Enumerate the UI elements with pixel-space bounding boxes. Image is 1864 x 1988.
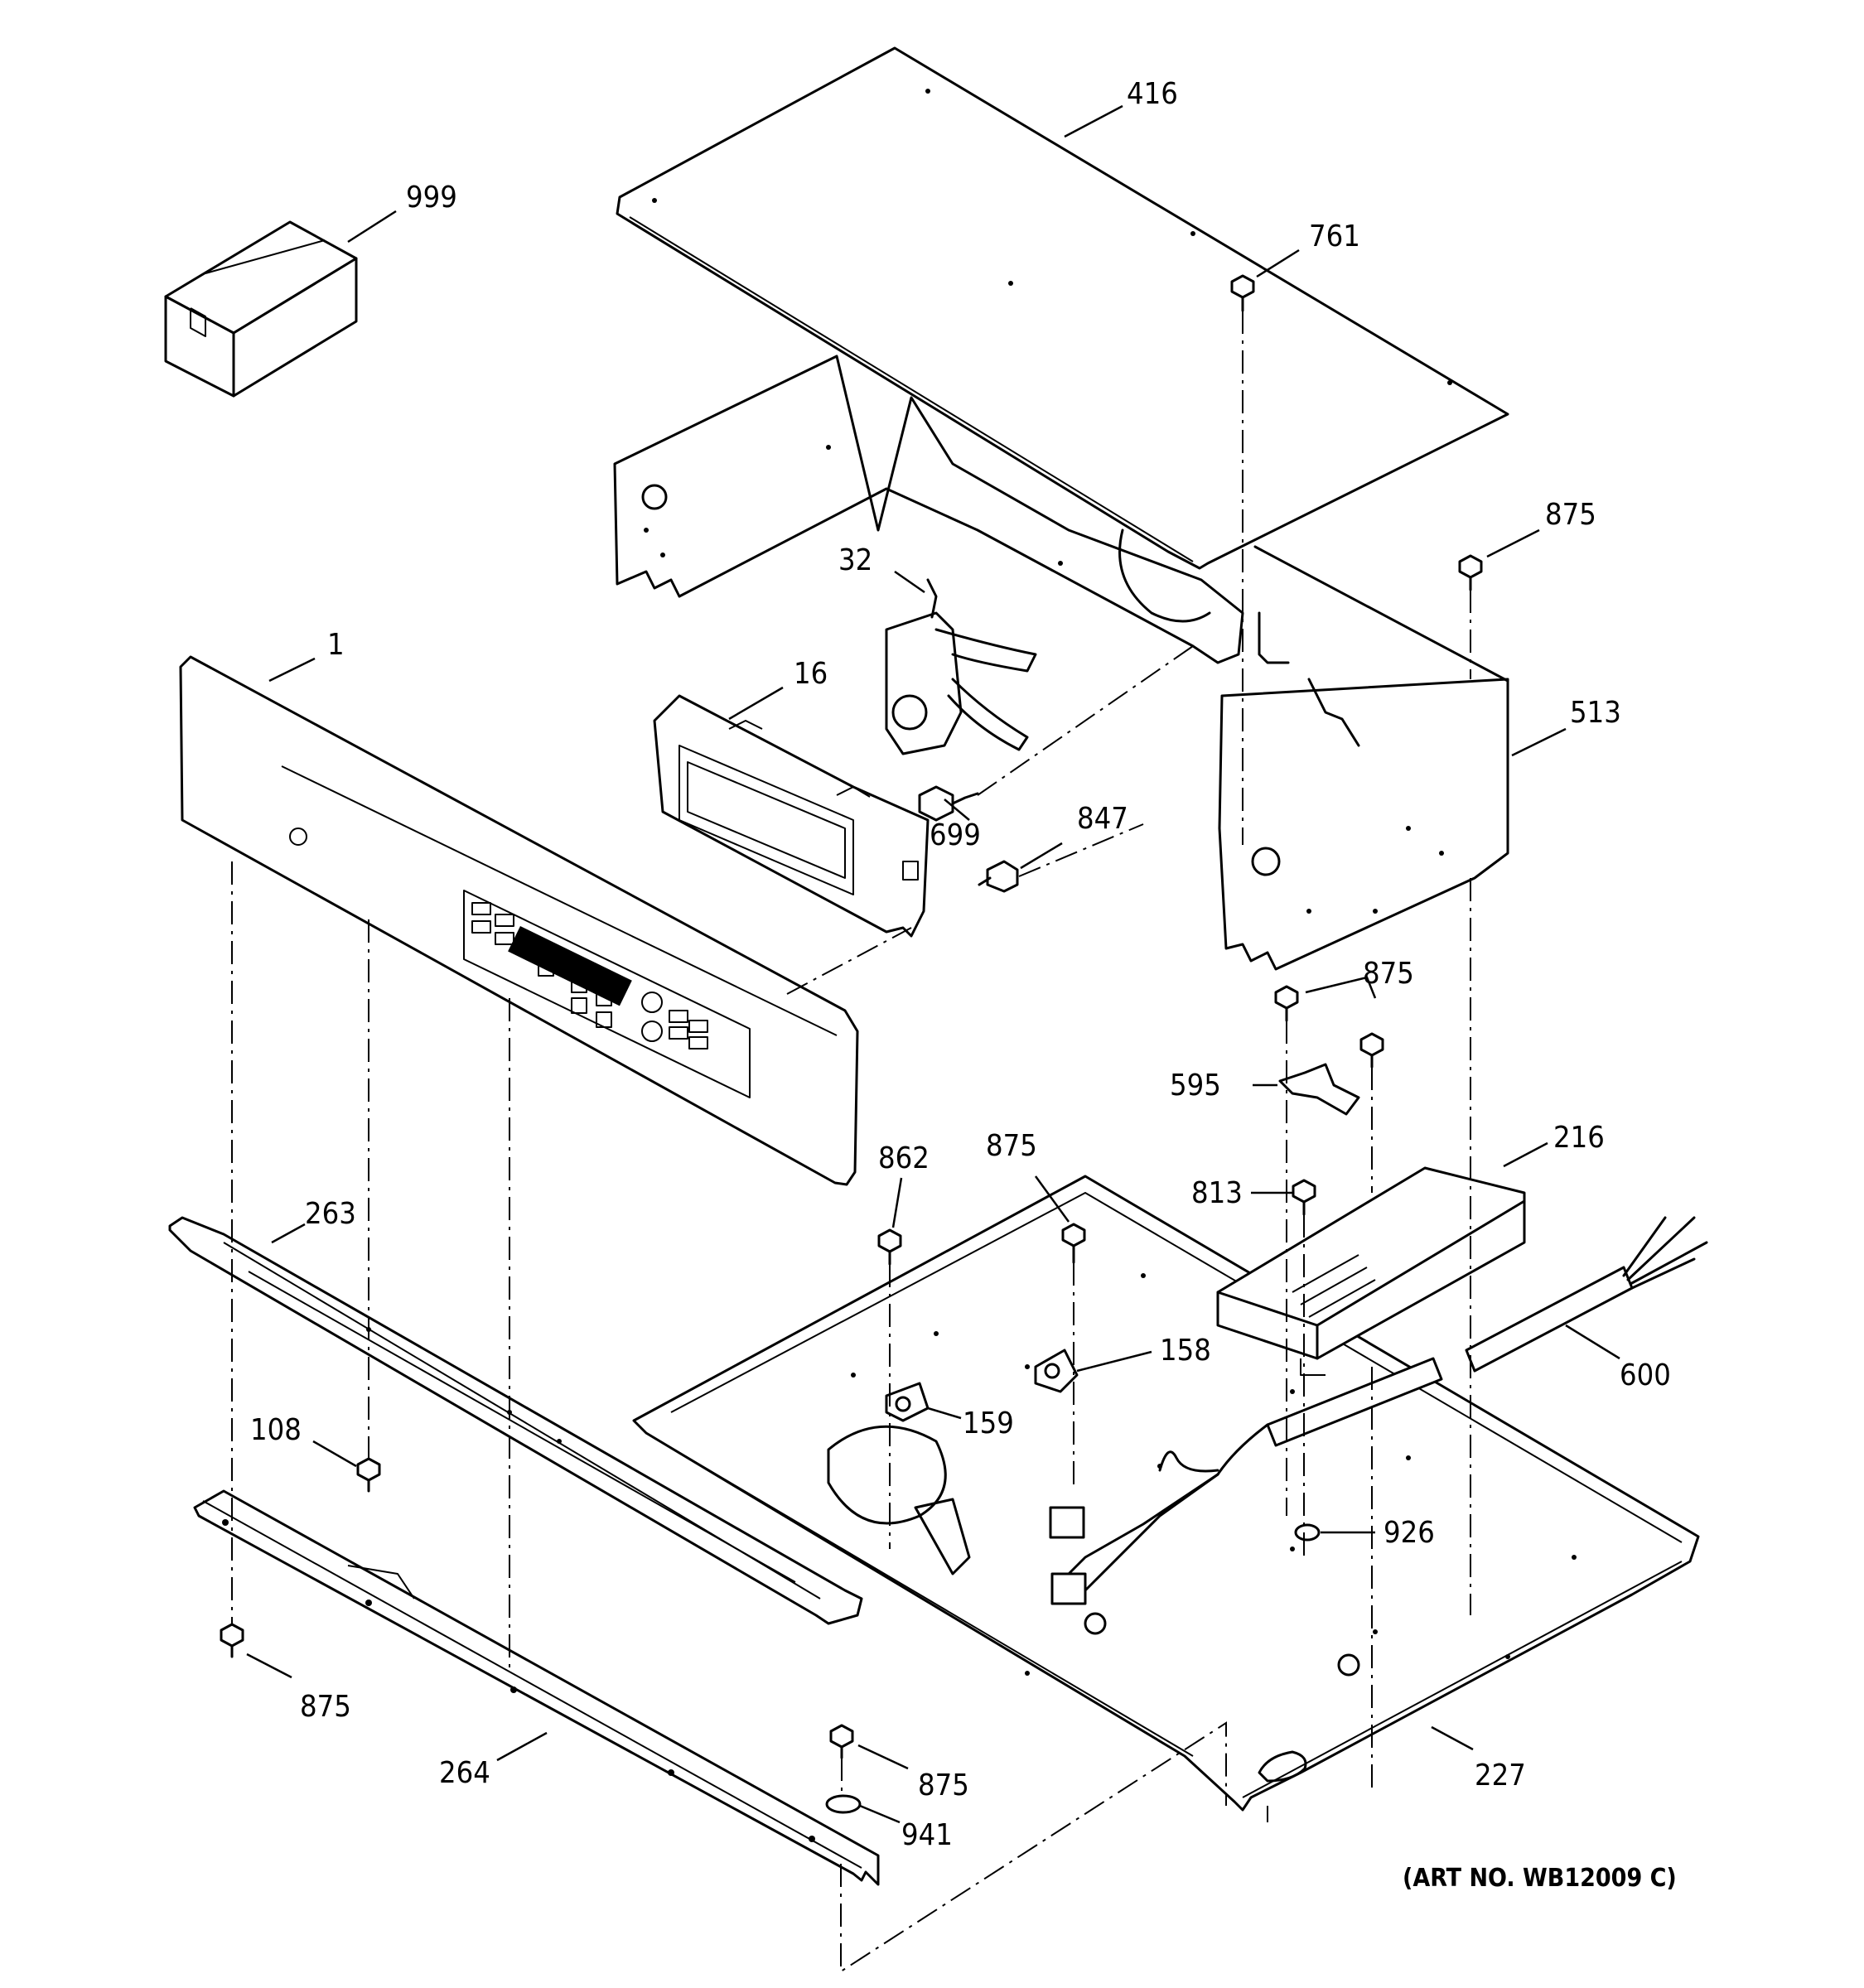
- label-941: 941: [901, 1818, 953, 1852]
- screw-108: [356, 1457, 381, 1493]
- label-761: 761: [1309, 220, 1360, 253]
- label-416: 416: [1127, 77, 1178, 111]
- label-108: 108: [250, 1413, 302, 1447]
- leader-lines: [246, 104, 1620, 1824]
- screw-875-bl: [220, 1623, 244, 1658]
- art-number: (ART NO. WB12009 C): [1403, 1864, 1677, 1893]
- screw-875-mid-a: [1274, 985, 1299, 1022]
- screw-862: [877, 1228, 902, 1266]
- label-875-c: 875: [986, 1129, 1037, 1163]
- label-16: 16: [794, 657, 828, 691]
- part-158-sensor: [1034, 1349, 1079, 1393]
- screw-847: [978, 860, 1019, 893]
- label-875-bl: 875: [300, 1690, 351, 1724]
- part-264-bottom-trim: [193, 1489, 880, 1886]
- label-875-br: 875: [918, 1768, 969, 1802]
- screw-813: [1292, 1179, 1316, 1216]
- screw-875-c: [1061, 1223, 1086, 1264]
- label-32: 32: [838, 543, 872, 577]
- label-813: 813: [1191, 1176, 1243, 1210]
- part-999-box: [164, 220, 358, 398]
- label-595: 595: [1170, 1069, 1221, 1103]
- screw-875-mid-b: [1359, 1032, 1384, 1069]
- label-1: 1: [327, 628, 345, 662]
- part-16-control-board: [653, 694, 930, 938]
- screw-875-top: [1458, 554, 1483, 591]
- label-699: 699: [930, 818, 981, 852]
- part-600-harness: [1049, 1216, 1708, 1605]
- label-158: 158: [1160, 1334, 1211, 1368]
- bracket-595: [1278, 1063, 1360, 1116]
- grommet-926: [1294, 1523, 1321, 1542]
- label-600: 600: [1620, 1358, 1671, 1392]
- label-862: 862: [878, 1141, 930, 1175]
- label-159: 159: [963, 1407, 1014, 1440]
- part-1-control-panel: [179, 655, 859, 1186]
- part-513-chassis: [613, 355, 1509, 971]
- label-847: 847: [1077, 802, 1128, 836]
- part-labels: 416 999 761 875 32 1 16 513 699 847 875 …: [250, 77, 1677, 1893]
- label-513: 513: [1570, 696, 1621, 730]
- part-227-base-tray: [632, 1175, 1700, 1812]
- part-32-fan-motor: [885, 578, 1037, 755]
- screw-761: [1230, 274, 1255, 312]
- label-227: 227: [1475, 1759, 1526, 1793]
- label-263: 263: [305, 1197, 356, 1231]
- assembly-lines: [231, 311, 1471, 1973]
- part-216-cover: [1216, 1166, 1526, 1376]
- label-264: 264: [439, 1756, 490, 1790]
- label-216: 216: [1553, 1121, 1605, 1155]
- part-416-top-cover: [616, 46, 1509, 570]
- screw-699: [918, 785, 979, 822]
- part-159-sensor: [885, 1382, 930, 1422]
- label-875-mid: 875: [1363, 957, 1414, 991]
- part-263-trim: [168, 1216, 863, 1625]
- label-875-top: 875: [1545, 498, 1596, 532]
- screw-875-br: [829, 1724, 854, 1759]
- clip-941: [825, 1794, 862, 1814]
- label-999: 999: [406, 181, 457, 215]
- label-926: 926: [1384, 1516, 1435, 1550]
